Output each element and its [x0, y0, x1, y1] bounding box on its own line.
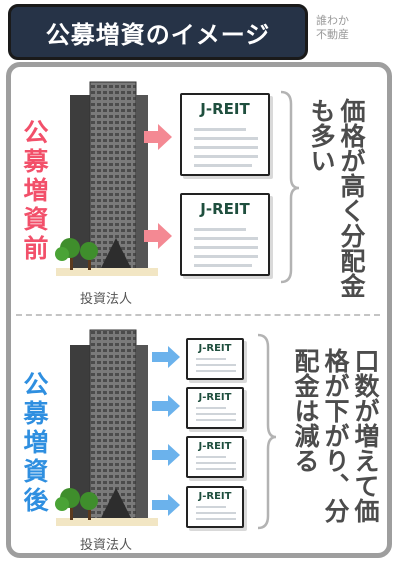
document-title: J-REIT [198, 343, 232, 354]
after-label: 公募増資後 [23, 370, 49, 515]
jreit-document: J-REIT [186, 436, 244, 478]
blue-arrow-icon [152, 395, 180, 417]
jreit-document: J-REIT [180, 193, 270, 276]
office-building-icon [56, 329, 158, 526]
blue-arrow-icon [152, 346, 180, 368]
page-title: 公募増資のイメージ [45, 20, 271, 49]
blue-arrow-icon [152, 444, 180, 466]
jreit-document: J-REIT [186, 338, 244, 380]
document-title: J-REIT [198, 491, 232, 502]
document-title: J-REIT [198, 392, 232, 403]
curly-brace-icon [257, 333, 277, 530]
brand-line-2: 不動産 [316, 28, 349, 41]
office-building-icon [56, 81, 158, 276]
curly-brace-icon [280, 90, 300, 284]
header-banner: 公募増資のイメージ [8, 4, 308, 60]
tree-icon [55, 238, 98, 270]
investment-corporation-label: 投資法人 [79, 292, 132, 307]
document-title: J-REIT [200, 100, 250, 118]
before-label: 公募増資前 [23, 118, 49, 263]
jreit-document: J-REIT [186, 486, 244, 528]
brand-line-1: 誰わか [316, 14, 349, 27]
document-title: J-REIT [198, 441, 232, 452]
brand-logo: 誰わか 不動産 [316, 14, 386, 42]
before-effect-text: 価格が高く分配金も多い [307, 98, 366, 298]
after-effect-text: 口数が増えて価格が下がり、分配金は減る [291, 348, 380, 523]
jreit-document: J-REIT [186, 387, 244, 429]
pink-arrow-icon [144, 223, 172, 249]
tree-icon [55, 488, 98, 520]
blue-arrow-icon [152, 494, 180, 516]
section-divider [16, 314, 380, 316]
pink-arrow-icon [144, 124, 172, 150]
document-title: J-REIT [200, 200, 250, 218]
investment-corporation-label: 投資法人 [79, 538, 132, 553]
jreit-document: J-REIT [180, 93, 270, 176]
